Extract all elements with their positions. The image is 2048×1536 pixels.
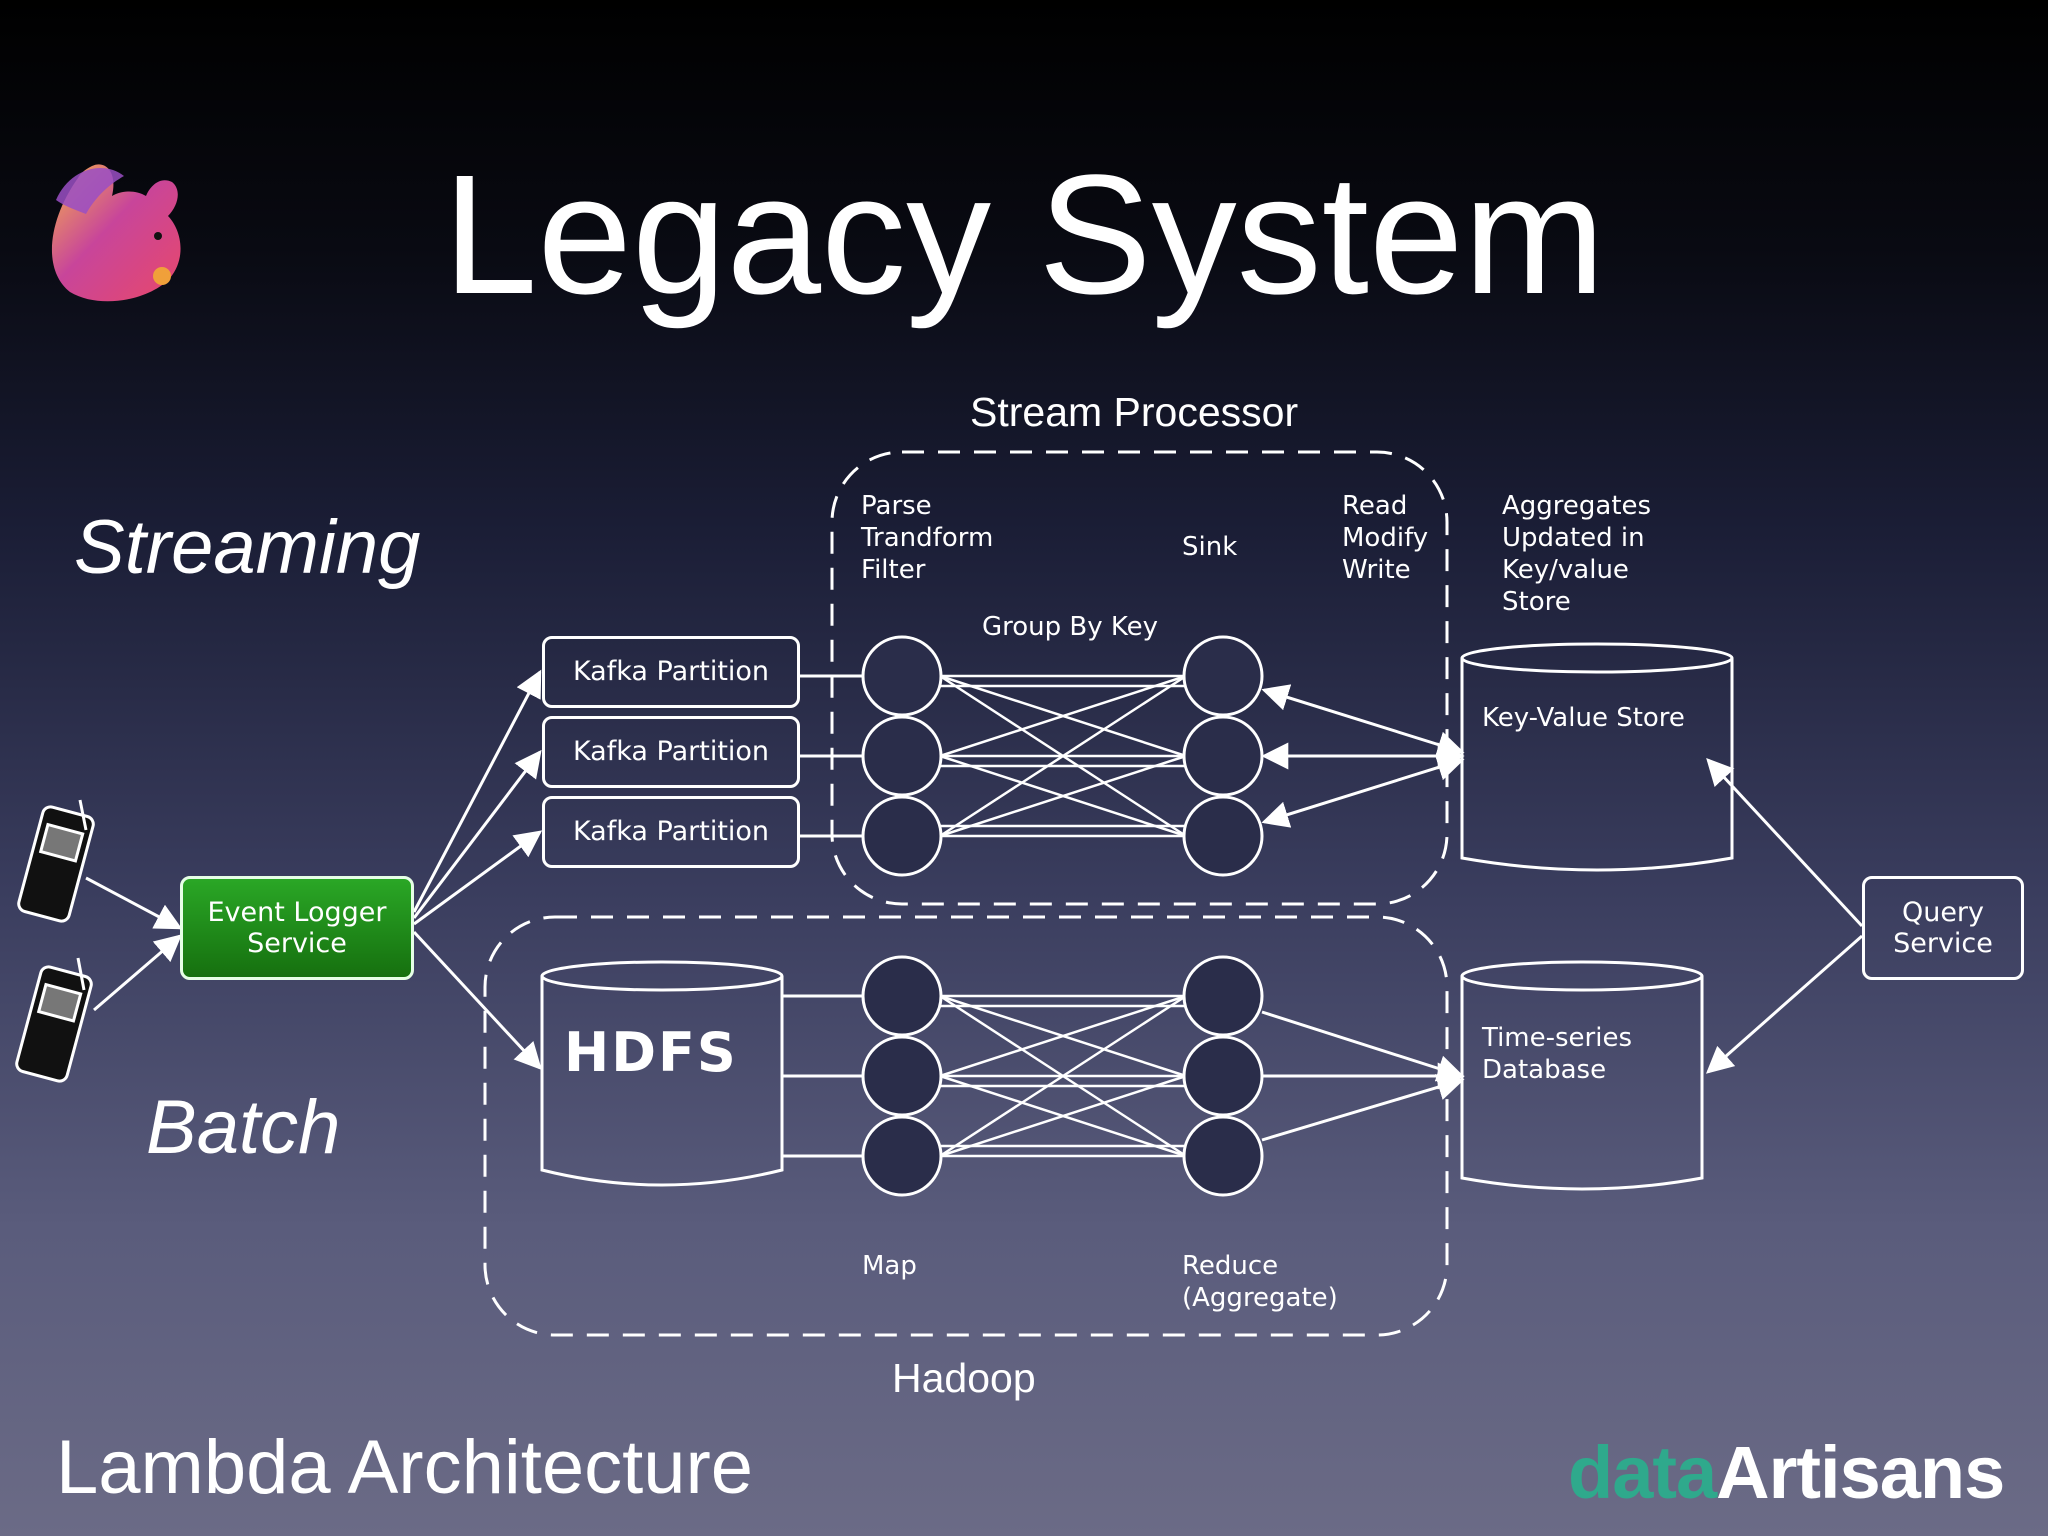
query-service[interactable]: Query Service (1862, 876, 2024, 980)
group-by-key-label: Group By Key (982, 612, 1159, 642)
shuffle-mesh-streaming (939, 674, 1187, 838)
sink-stage-label: Sink (1182, 532, 1238, 562)
footer-title: Lambda Architecture (56, 1425, 754, 1510)
time-series-database-label: Time-series Database (1482, 1023, 1633, 1085)
hadoop-caption: Hadoop (892, 1355, 1036, 1401)
sink-node (1182, 635, 1264, 717)
map-node (861, 955, 943, 1037)
stream-processor-caption: Stream Processor (970, 389, 1299, 435)
hdfs-label: HDFS (564, 1021, 738, 1084)
sink-node (1182, 715, 1264, 797)
mobile-phone-icon (15, 957, 93, 1083)
reduce-node (1182, 955, 1264, 1037)
kafka-partition[interactable]: Kafka Partition (542, 716, 800, 788)
kafka-partition-label: Kafka Partition (572, 656, 770, 688)
query-service-label: Query Service (1893, 896, 1993, 959)
kafka-partition-label: Kafka Partition (572, 736, 770, 768)
hadoop-boundary (483, 915, 1449, 1337)
kafka-partition[interactable]: Kafka Partition (542, 796, 800, 868)
data-artisans-logo: dataArtisans (1568, 1436, 2005, 1510)
read-modify-write-label: Read Modify Write (1342, 491, 1429, 585)
shuffle-mesh-batch (939, 994, 1187, 1158)
slide-title: Legacy System (442, 140, 1606, 330)
mobile-phone-icon (17, 799, 95, 923)
streaming-label: Streaming (74, 505, 421, 590)
kafka-partition-label: Kafka Partition (572, 816, 770, 848)
stream-processor-boundary (830, 450, 1449, 906)
sink-node (1182, 795, 1264, 877)
key-value-store-label: Key-Value Store (1482, 703, 1685, 733)
reduce-node (1182, 1115, 1264, 1197)
parse-node (861, 795, 943, 877)
map-node (861, 1115, 943, 1197)
parse-node (861, 715, 943, 797)
brand-artisans: Artisans (1716, 1431, 2005, 1514)
key-value-store-cylinder (1460, 642, 1734, 872)
squirrel-logo (51, 164, 181, 302)
reduce-node (1182, 1035, 1264, 1117)
event-logger-label: Event Logger Service (207, 896, 387, 959)
map-node (861, 1035, 943, 1117)
connectors (85, 669, 1864, 1158)
aggregates-note: Aggregates Updated in Key/value Store (1502, 491, 1652, 617)
event-logger-service[interactable]: Event Logger Service (180, 876, 414, 980)
hdfs-cylinder (540, 960, 784, 1187)
parse-stage-label: Parse Trandform Filter (861, 491, 994, 585)
map-label: Map (862, 1251, 917, 1281)
batch-label: Batch (146, 1085, 341, 1170)
kafka-partition[interactable]: Kafka Partition (542, 636, 800, 708)
parse-node (861, 635, 943, 717)
reduce-label: Reduce (Aggregate) (1182, 1251, 1338, 1313)
brand-data: data (1568, 1431, 1717, 1514)
time-series-database-cylinder (1460, 960, 1704, 1191)
